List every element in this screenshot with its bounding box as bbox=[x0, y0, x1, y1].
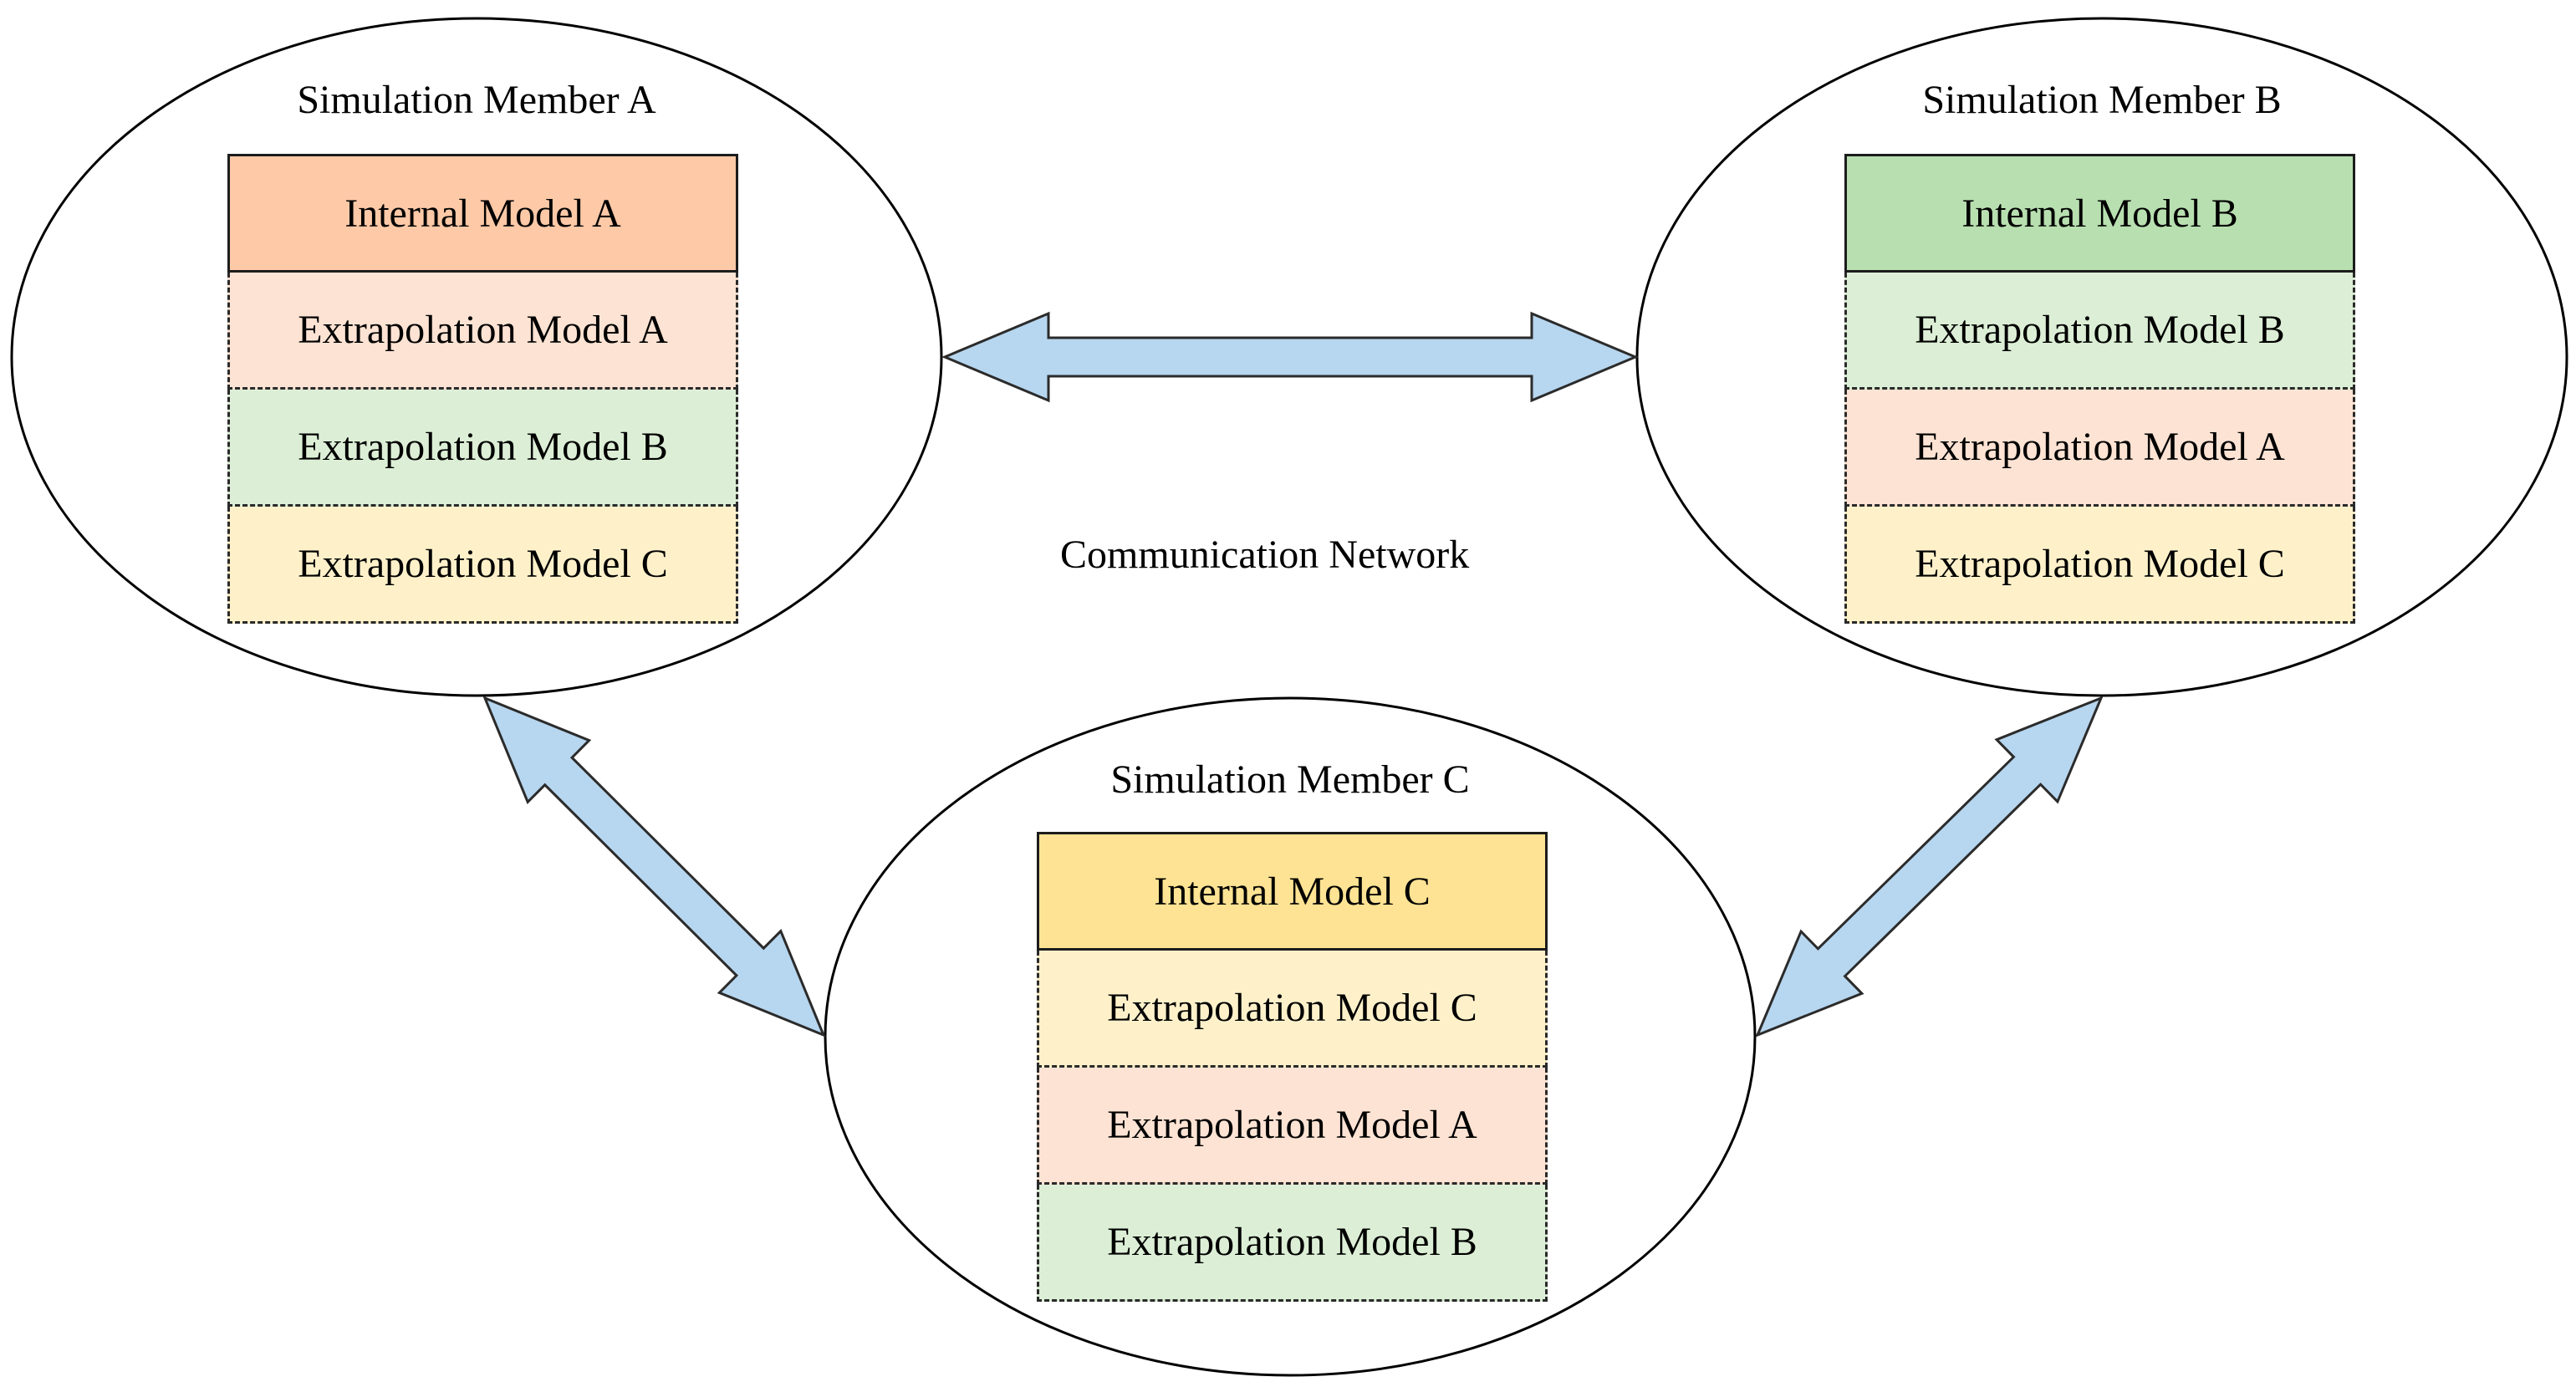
arrow-layer bbox=[482, 311, 2104, 1038]
internal-model-box: Internal Model A bbox=[227, 154, 738, 273]
simulation-member-c: Simulation Member C Internal Model C Ext… bbox=[825, 698, 1755, 1375]
member-title: Simulation Member A bbox=[297, 78, 656, 122]
arrow-a-b bbox=[941, 311, 1639, 403]
arrow-a-c bbox=[482, 696, 826, 1038]
extrapolation-model-box: Extrapolation Model B bbox=[227, 390, 738, 507]
arrow-b-c bbox=[1755, 696, 2104, 1038]
communication-network-label: Communication Network bbox=[1060, 533, 1470, 577]
extrapolation-model-box: Extrapolation Model C bbox=[227, 507, 738, 624]
extrapolation-model-box: Extrapolation Model A bbox=[1844, 390, 2355, 507]
extrapolation-model-box: Extrapolation Model B bbox=[1844, 273, 2355, 390]
model-stack: Internal Model B Extrapolation Model B E… bbox=[1844, 154, 2355, 624]
extrapolation-model-box: Extrapolation Model A bbox=[1037, 1068, 1548, 1185]
extrapolation-model-box: Extrapolation Model C bbox=[1844, 507, 2355, 624]
internal-model-box: Internal Model C bbox=[1037, 832, 1548, 951]
simulation-member-a: Simulation Member A Internal Model A Ext… bbox=[12, 18, 941, 696]
extrapolation-model-box: Extrapolation Model A bbox=[227, 273, 738, 390]
model-stack: Internal Model C Extrapolation Model C E… bbox=[1037, 832, 1548, 1302]
model-stack: Internal Model A Extrapolation Model A E… bbox=[227, 154, 738, 624]
internal-model-box: Internal Model B bbox=[1844, 154, 2355, 273]
member-title: Simulation Member C bbox=[1110, 757, 1470, 802]
simulation-member-b: Simulation Member B Internal Model B Ext… bbox=[1637, 18, 2567, 696]
extrapolation-model-box: Extrapolation Model B bbox=[1037, 1185, 1548, 1302]
extrapolation-model-box: Extrapolation Model C bbox=[1037, 951, 1548, 1068]
member-title: Simulation Member B bbox=[1922, 78, 2282, 122]
